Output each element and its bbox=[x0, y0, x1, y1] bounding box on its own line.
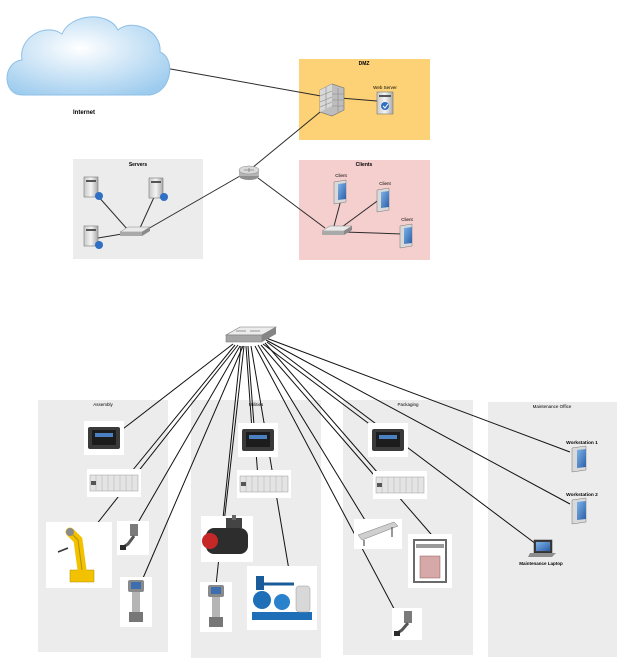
packaging-title: Packaging bbox=[397, 402, 419, 407]
client-label: Client bbox=[379, 181, 391, 186]
firewall-icon bbox=[319, 83, 345, 117]
web-server-icon bbox=[376, 91, 394, 115]
valve-actuator-icon bbox=[392, 608, 422, 640]
link-utilities-boiler bbox=[223, 345, 245, 524]
actuator-icon bbox=[120, 577, 152, 627]
link-workstation-2 bbox=[265, 339, 571, 505]
link-packaging-plc bbox=[260, 344, 381, 483]
valve-actuator-icon bbox=[117, 521, 149, 555]
top-links bbox=[96, 67, 403, 239]
internet-label: Internet bbox=[73, 110, 95, 116]
link-assembly-valve bbox=[135, 345, 241, 527]
server-icon bbox=[83, 225, 103, 249]
link-workstation-1 bbox=[265, 337, 571, 453]
link-packaging-valve bbox=[254, 345, 401, 621]
client-label: Client bbox=[335, 173, 347, 178]
link-packaging-palletizer bbox=[264, 342, 438, 542]
actuator-icon bbox=[200, 582, 232, 632]
plc-rack-icon bbox=[87, 469, 141, 497]
hmi-panel-icon bbox=[84, 421, 124, 455]
link-internet-firewall bbox=[164, 67, 322, 97]
hmi-panel-icon bbox=[238, 423, 278, 457]
assembly-title: Assembly bbox=[93, 402, 113, 407]
link-packaging-conveyor bbox=[257, 344, 369, 526]
conveyor-icon bbox=[354, 519, 402, 549]
workstation-icon bbox=[571, 445, 587, 473]
link-switch-server3 bbox=[97, 233, 123, 239]
server-icon bbox=[148, 177, 168, 201]
link-assembly-hmi bbox=[118, 343, 234, 433]
client-pc-icon bbox=[399, 223, 413, 249]
link-router-servers-switch bbox=[145, 175, 241, 231]
web-server-label: Web Server bbox=[373, 85, 397, 90]
client-pc-icon bbox=[376, 187, 390, 213]
server-icon bbox=[83, 176, 103, 200]
workstation-1-label: Workstation 1 bbox=[566, 440, 598, 446]
servers-title: Servers bbox=[129, 162, 148, 168]
workstation-icon bbox=[571, 497, 587, 525]
router-icon bbox=[238, 165, 260, 180]
link-switch-server1 bbox=[96, 194, 129, 231]
link-switch-client3 bbox=[343, 231, 403, 235]
link-utilities-hmi bbox=[245, 345, 253, 431]
core-switch-icon bbox=[224, 326, 278, 343]
plc-rack-icon bbox=[373, 471, 427, 499]
dmz-title: DMZ bbox=[359, 61, 370, 67]
link-firewall-router bbox=[251, 107, 326, 169]
maintenance-laptop-label: Maintenance Laptop bbox=[519, 561, 563, 566]
switch-icon bbox=[119, 226, 151, 236]
palletizer-icon bbox=[408, 534, 452, 588]
plc-rack-icon bbox=[237, 470, 291, 498]
link-assembly-robot bbox=[91, 344, 239, 531]
link-assembly-plc bbox=[122, 344, 236, 483]
clients-title: Clients bbox=[356, 162, 373, 168]
link-firewall-webserver bbox=[339, 97, 378, 102]
link-packaging-hmi bbox=[262, 343, 381, 433]
maintenance-title: Maintenance Office bbox=[533, 404, 572, 409]
link-switch-server2 bbox=[139, 194, 156, 229]
hmi-panel-icon bbox=[368, 423, 408, 457]
pump-skid-icon bbox=[247, 566, 317, 630]
utilities-title: Utilities bbox=[249, 402, 264, 407]
cloud-icon bbox=[6, 16, 171, 96]
workstation-2-label: Workstation 2 bbox=[566, 492, 598, 498]
switch-icon bbox=[321, 225, 353, 235]
maintenance-zone bbox=[488, 402, 617, 657]
link-router-clients-switch bbox=[257, 177, 326, 229]
laptop-icon bbox=[528, 539, 556, 557]
client-pc-icon bbox=[333, 179, 347, 205]
link-utilities-pump bbox=[250, 345, 291, 577]
client-label: Client bbox=[401, 217, 413, 222]
boiler-icon bbox=[201, 515, 253, 562]
robot-arm-icon bbox=[46, 522, 112, 588]
link-assembly-actuator bbox=[136, 345, 244, 593]
